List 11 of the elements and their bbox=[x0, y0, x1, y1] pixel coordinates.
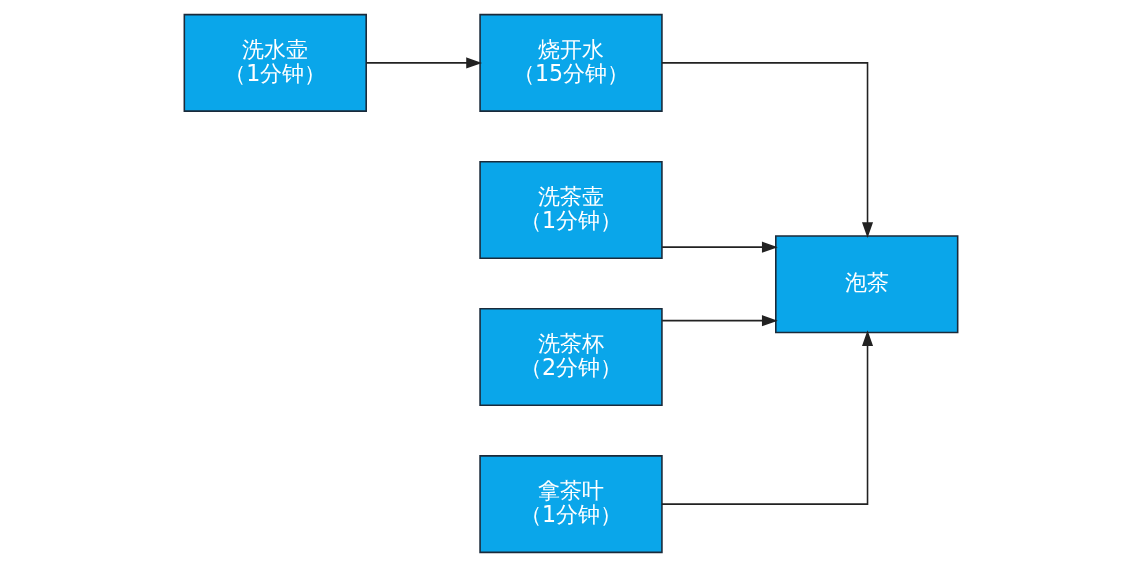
node-box: 洗茶壶 （1分钟） bbox=[479, 160, 663, 259]
arrow bbox=[661, 330, 874, 505]
node-box: 洗水壶 （1分钟） bbox=[183, 13, 367, 112]
arrow bbox=[661, 62, 874, 239]
node-box: 泡茶 bbox=[775, 235, 959, 334]
node-box: 洗茶杯 （2分钟） bbox=[479, 308, 663, 407]
arrow bbox=[661, 315, 778, 327]
node-box: 拿茶叶 （1分钟） bbox=[479, 455, 663, 554]
arrow bbox=[661, 241, 778, 253]
node-box: 烧开水 （15分钟） bbox=[479, 13, 663, 112]
arrow bbox=[365, 57, 483, 69]
